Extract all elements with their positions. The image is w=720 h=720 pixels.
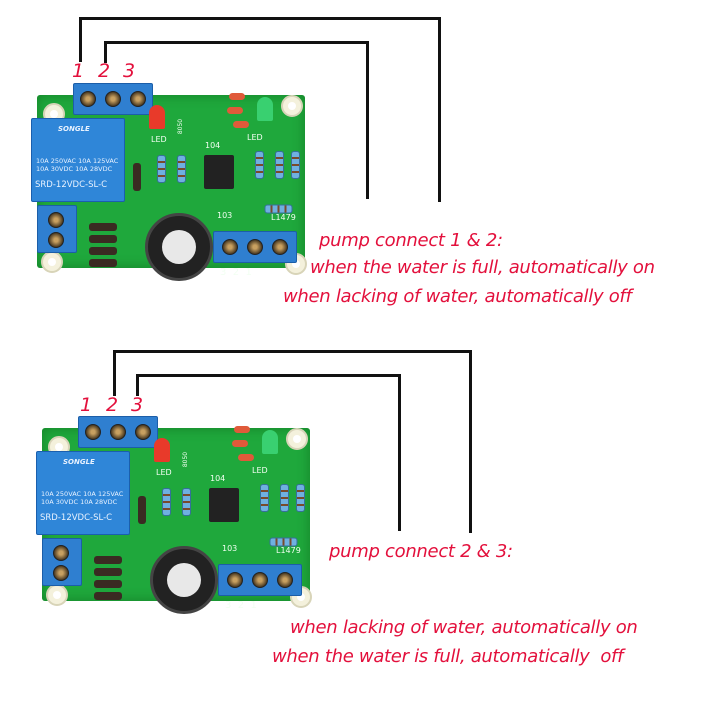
top-line-1: when the water is full, automatically on bbox=[310, 257, 655, 278]
wire-terminal-3 bbox=[136, 374, 401, 377]
cap-label: 104 bbox=[205, 141, 221, 150]
wire-terminal-1 bbox=[79, 17, 441, 20]
led-label: LED bbox=[156, 468, 172, 477]
green-led bbox=[262, 430, 278, 454]
cap-label: 104 bbox=[210, 474, 226, 483]
terminal-number-3: 3 bbox=[123, 60, 136, 82]
bottom-heading: pump connect 2 & 3: bbox=[329, 541, 513, 562]
wire-terminal-3 bbox=[136, 374, 139, 396]
mount-hole bbox=[281, 95, 303, 117]
terminal-number-1: 1 bbox=[80, 394, 93, 416]
terminal-number-2: 2 bbox=[106, 394, 119, 416]
green-led bbox=[257, 97, 273, 121]
wire-terminal-2 bbox=[366, 41, 369, 199]
board-code: L1479 bbox=[271, 213, 296, 222]
cap-label: 103 bbox=[217, 211, 233, 220]
output-terminal-labels: 3 2 1 bbox=[225, 600, 257, 611]
led-label: LED bbox=[151, 135, 167, 144]
relay-model: SRD-12VDC-SL-C bbox=[35, 180, 108, 190]
wire-terminal-2 bbox=[104, 41, 369, 44]
power-terminal bbox=[42, 538, 82, 586]
output-terminal bbox=[218, 564, 302, 596]
mount-hole bbox=[41, 251, 63, 273]
input-terminal bbox=[73, 83, 153, 115]
wire-terminal-2 bbox=[113, 350, 472, 353]
relay-brand: SONGLE bbox=[58, 125, 90, 133]
output-terminal-labels: 3 2 1 bbox=[220, 267, 252, 278]
terminal-number-1: 1 bbox=[72, 60, 85, 82]
capacitor bbox=[150, 546, 218, 614]
wire-terminal-3 bbox=[398, 374, 401, 531]
relay-brand: SONGLE bbox=[63, 458, 95, 466]
wire-terminal-2 bbox=[469, 350, 472, 533]
bottom-line-1: when lacking of water, automatically on bbox=[290, 617, 638, 638]
transistor-label: 8050 bbox=[182, 451, 190, 468]
mount-hole bbox=[46, 584, 68, 606]
capacitor bbox=[145, 213, 213, 281]
terminal-number-3: 3 bbox=[131, 394, 144, 416]
wire-terminal-1 bbox=[438, 17, 441, 202]
red-led bbox=[154, 438, 170, 462]
wire-terminal-2 bbox=[113, 350, 116, 396]
led-label: LED bbox=[252, 466, 268, 475]
top-heading: pump connect 1 & 2: bbox=[319, 230, 503, 251]
transistor-label: 8050 bbox=[177, 118, 185, 135]
top-line-2: when lacking of water, automatically off bbox=[283, 286, 632, 307]
ic-chip bbox=[204, 155, 234, 189]
wire-terminal-1 bbox=[79, 17, 82, 62]
input-terminal bbox=[78, 416, 158, 448]
wire-terminal-2 bbox=[104, 41, 107, 63]
mount-hole bbox=[286, 428, 308, 450]
relay-model: SRD-12VDC-SL-C bbox=[40, 513, 113, 523]
power-terminal bbox=[37, 205, 77, 253]
led-label: LED bbox=[247, 133, 263, 142]
ic-chip bbox=[209, 488, 239, 522]
board-code: L1479 bbox=[276, 546, 301, 555]
output-terminal bbox=[213, 231, 297, 263]
red-led bbox=[149, 105, 165, 129]
bottom-line-2: when the water is full, automatically of… bbox=[272, 646, 624, 667]
terminal-number-2: 2 bbox=[98, 60, 111, 82]
cap-label: 103 bbox=[222, 544, 238, 553]
